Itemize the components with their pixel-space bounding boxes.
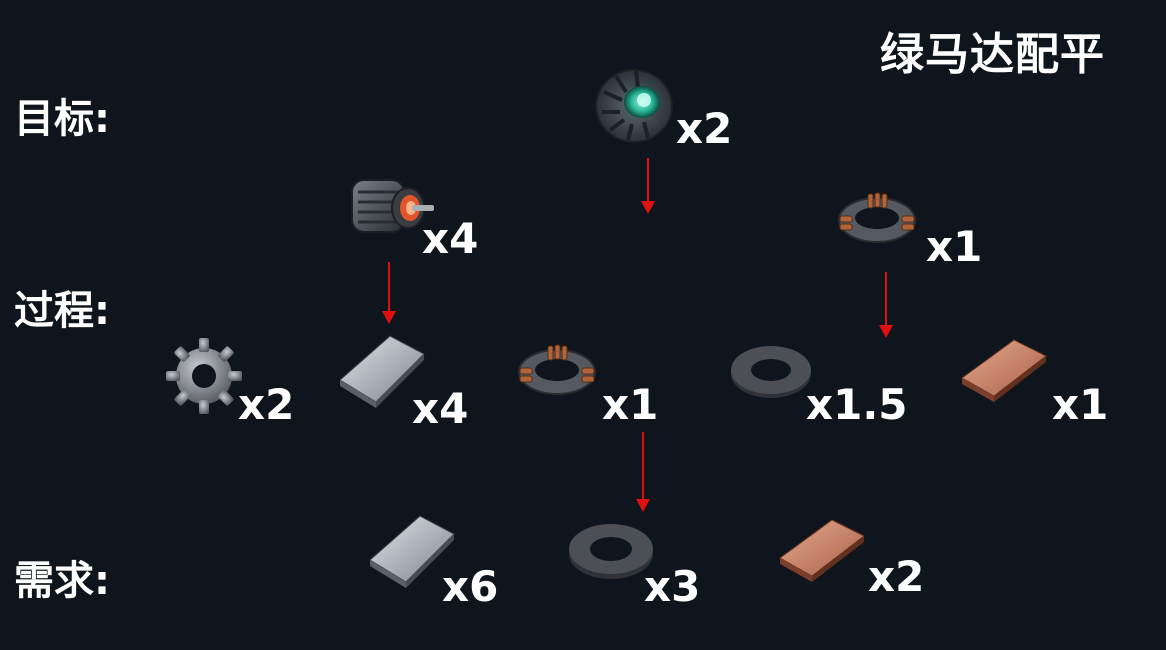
process-bottom-qty-copper: x1: [1052, 380, 1109, 429]
gear-icon: [164, 336, 244, 420]
demand-qty-magnet: x3: [644, 562, 701, 611]
copper-plate-icon: [958, 334, 1050, 410]
steel-plate-icon: [336, 332, 428, 412]
process-top-qty-coil: x1: [926, 222, 983, 271]
process-bottom-qty-magnet: x1.5: [806, 380, 908, 429]
green-motor-icon: [592, 62, 682, 156]
arrow-target-down: [641, 158, 655, 214]
page-title: 绿马达配平: [880, 29, 1105, 80]
demand-qty-steel: x6: [442, 562, 499, 611]
copper-plate-icon: [776, 514, 868, 590]
magnet-ring-icon: [566, 518, 656, 586]
target-qty: x2: [676, 104, 733, 153]
process-bottom-qty-gear: x2: [238, 380, 295, 429]
process-bottom-qty-steel: x4: [412, 384, 469, 433]
label-process: 过程:: [14, 288, 110, 334]
motor-icon: [346, 168, 438, 252]
coil-icon: [834, 188, 920, 252]
process-top-qty-motor: x4: [422, 214, 479, 263]
demand-qty-copper: x2: [868, 552, 925, 601]
label-target: 目标:: [14, 96, 110, 142]
label-demand: 需求:: [14, 558, 110, 604]
arrow-motor-down: [382, 262, 396, 324]
process-bottom-qty-coil: x1: [602, 380, 659, 429]
magnet-ring-icon: [728, 340, 814, 406]
steel-plate-icon: [366, 512, 458, 592]
arrow-coil-down: [879, 272, 893, 338]
coil-icon: [514, 340, 600, 404]
arrow-coil-middle-down: [636, 432, 650, 512]
